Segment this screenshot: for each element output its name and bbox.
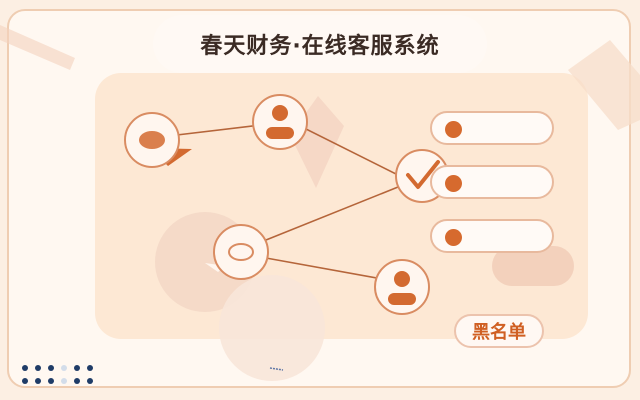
user-avatar-icon[interactable] — [374, 259, 430, 315]
page-title: 春天财务·在线客服系统 — [200, 34, 440, 59]
decor-block — [492, 246, 574, 286]
list-item[interactable] — [430, 219, 554, 253]
connector-line — [295, 123, 409, 181]
bullet-icon — [445, 121, 462, 138]
blacklist-label: 黑名单 — [472, 322, 526, 343]
decor-dash — [269, 367, 284, 371]
decor-dot-grid — [22, 365, 93, 384]
list-item[interactable] — [430, 111, 554, 145]
decor-diamond — [568, 40, 640, 130]
user-avatar-icon[interactable] — [252, 94, 308, 150]
speech-bubble-icon[interactable] — [124, 112, 192, 168]
decor-band — [0, 25, 75, 70]
decor-circle — [219, 275, 325, 381]
bullet-icon — [445, 229, 462, 246]
title-bar: 春天财务·在线客服系统 — [153, 15, 487, 73]
speech-bubble-icon[interactable] — [205, 224, 269, 280]
connector-line — [265, 184, 404, 241]
list-item[interactable] — [430, 165, 554, 199]
connector-line — [265, 257, 383, 280]
blacklist-button[interactable]: 黑名单 — [454, 314, 544, 348]
bullet-icon — [445, 175, 462, 192]
